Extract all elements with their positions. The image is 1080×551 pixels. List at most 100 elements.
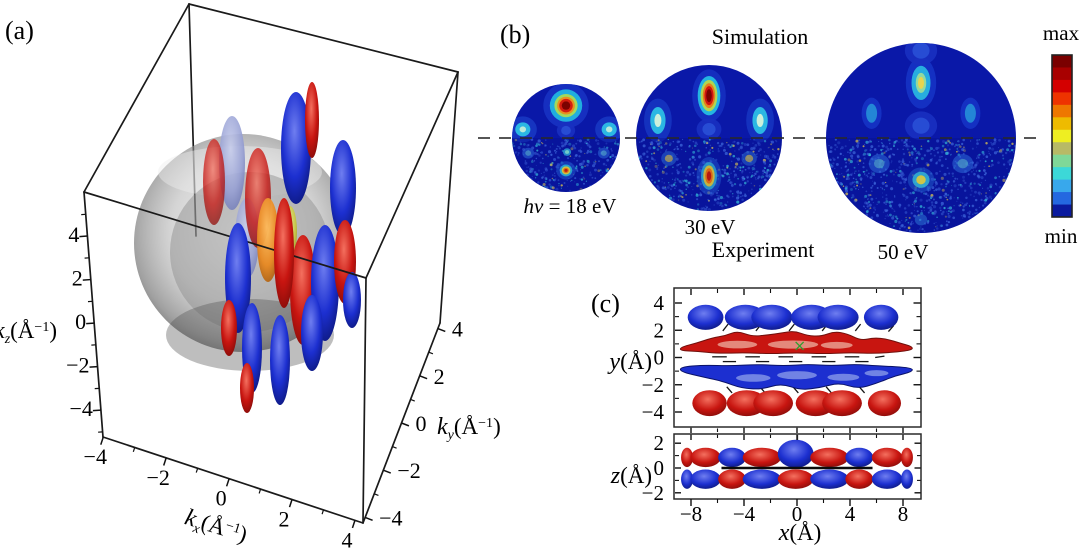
noise-dot (866, 209, 869, 212)
noise-dot (580, 165, 584, 169)
noise-dot (770, 143, 773, 146)
noise-dot (739, 146, 743, 150)
isosurface-lobe-orange (257, 198, 279, 282)
positive-lobe-blob (822, 390, 862, 417)
noise-dot (910, 212, 913, 215)
noise-dot (567, 185, 569, 187)
z-tick-label: −2 (642, 481, 664, 505)
noise-dot (891, 216, 895, 220)
noise-dot (933, 210, 937, 214)
noise-dot (532, 139, 534, 141)
kz-major-tick (89, 365, 98, 368)
intensity-spot (917, 77, 925, 89)
noise-dot (990, 142, 992, 144)
noise-dot (991, 143, 994, 146)
noise-dot (847, 168, 850, 170)
noise-dot (662, 170, 664, 172)
noise-dot (663, 165, 665, 167)
noise-dot (647, 163, 650, 166)
panel-c-label: (c) (591, 289, 620, 318)
isosurface-lobe-red (221, 300, 237, 356)
lower-row-red-lobe (777, 469, 814, 489)
noise-dot (940, 201, 944, 206)
noise-dot (936, 216, 938, 219)
noise-dot (895, 180, 898, 183)
noise-dot (684, 179, 688, 183)
noise-dot (726, 164, 729, 168)
noise-dot (661, 170, 665, 174)
noise-dot (998, 138, 1001, 142)
noise-dot (733, 140, 736, 143)
noise-dot (855, 170, 857, 172)
noise-dot (984, 160, 987, 163)
noise-dot (1010, 148, 1014, 152)
noise-dot (854, 198, 858, 202)
noise-dot (692, 156, 695, 159)
kz-major-tick (86, 322, 95, 325)
noise-dot (731, 195, 734, 198)
noise-dot (910, 193, 912, 195)
noise-dot (876, 214, 880, 218)
noise-dot (948, 206, 953, 210)
noise-dot (993, 151, 998, 155)
upper-row-blue-lobe (845, 447, 874, 468)
noise-dot (732, 141, 734, 143)
noise-dot (589, 185, 592, 188)
noise-dot (979, 194, 981, 196)
noise-dot (865, 175, 867, 177)
noise-dot (582, 176, 585, 179)
noise-dot (737, 165, 741, 169)
noise-dot (753, 168, 756, 171)
noise-dot (687, 165, 691, 169)
noise-dot (900, 139, 904, 142)
band-core-highlight (827, 373, 860, 381)
noise-dot (740, 171, 744, 174)
noise-dot (882, 173, 886, 176)
noise-dot (935, 182, 938, 186)
noise-dot (957, 184, 960, 186)
noise-dot (867, 172, 870, 175)
noise-dot (682, 170, 685, 173)
noise-dot (557, 179, 560, 182)
noise-dot (752, 142, 754, 144)
noise-dot (606, 158, 610, 162)
positive-lobe-blob (692, 390, 727, 417)
noise-dot (907, 226, 911, 230)
noise-dot (922, 192, 926, 195)
noise-dot (676, 178, 679, 180)
box-edge (365, 71, 459, 279)
noise-dot (973, 195, 975, 198)
noise-dot (855, 178, 857, 181)
noise-dot (772, 148, 774, 150)
noise-dot (958, 204, 961, 207)
noise-dot (650, 142, 654, 146)
colorbar-band (1052, 167, 1072, 181)
noise-dot (531, 159, 534, 161)
noise-dot (864, 171, 866, 173)
noise-dot (692, 150, 696, 154)
noise-dot (592, 164, 596, 168)
experiment-label: Experiment (712, 237, 815, 262)
noise-dot (700, 207, 704, 210)
noise-dot (646, 155, 649, 159)
intensity-spot (756, 113, 764, 128)
noise-dot (923, 206, 925, 209)
noise-dot (945, 223, 949, 227)
noise-dot (682, 180, 685, 183)
noise-dot (904, 142, 906, 144)
noise-dot (777, 147, 780, 151)
lower-row-blue-lobe (901, 469, 913, 489)
noise-dot (551, 161, 554, 164)
noise-dot (551, 174, 554, 177)
noise-dot (1005, 178, 1008, 181)
noise-dot (719, 195, 723, 200)
noise-dot (885, 150, 888, 153)
noise-dot (933, 149, 935, 151)
noise-dot (941, 225, 943, 227)
box-edge (83, 3, 190, 193)
molecular-bond (854, 323, 862, 332)
noise-dot (948, 197, 952, 200)
box-edge (188, 3, 459, 73)
noise-dot (765, 174, 769, 178)
noise-dot (866, 176, 869, 178)
